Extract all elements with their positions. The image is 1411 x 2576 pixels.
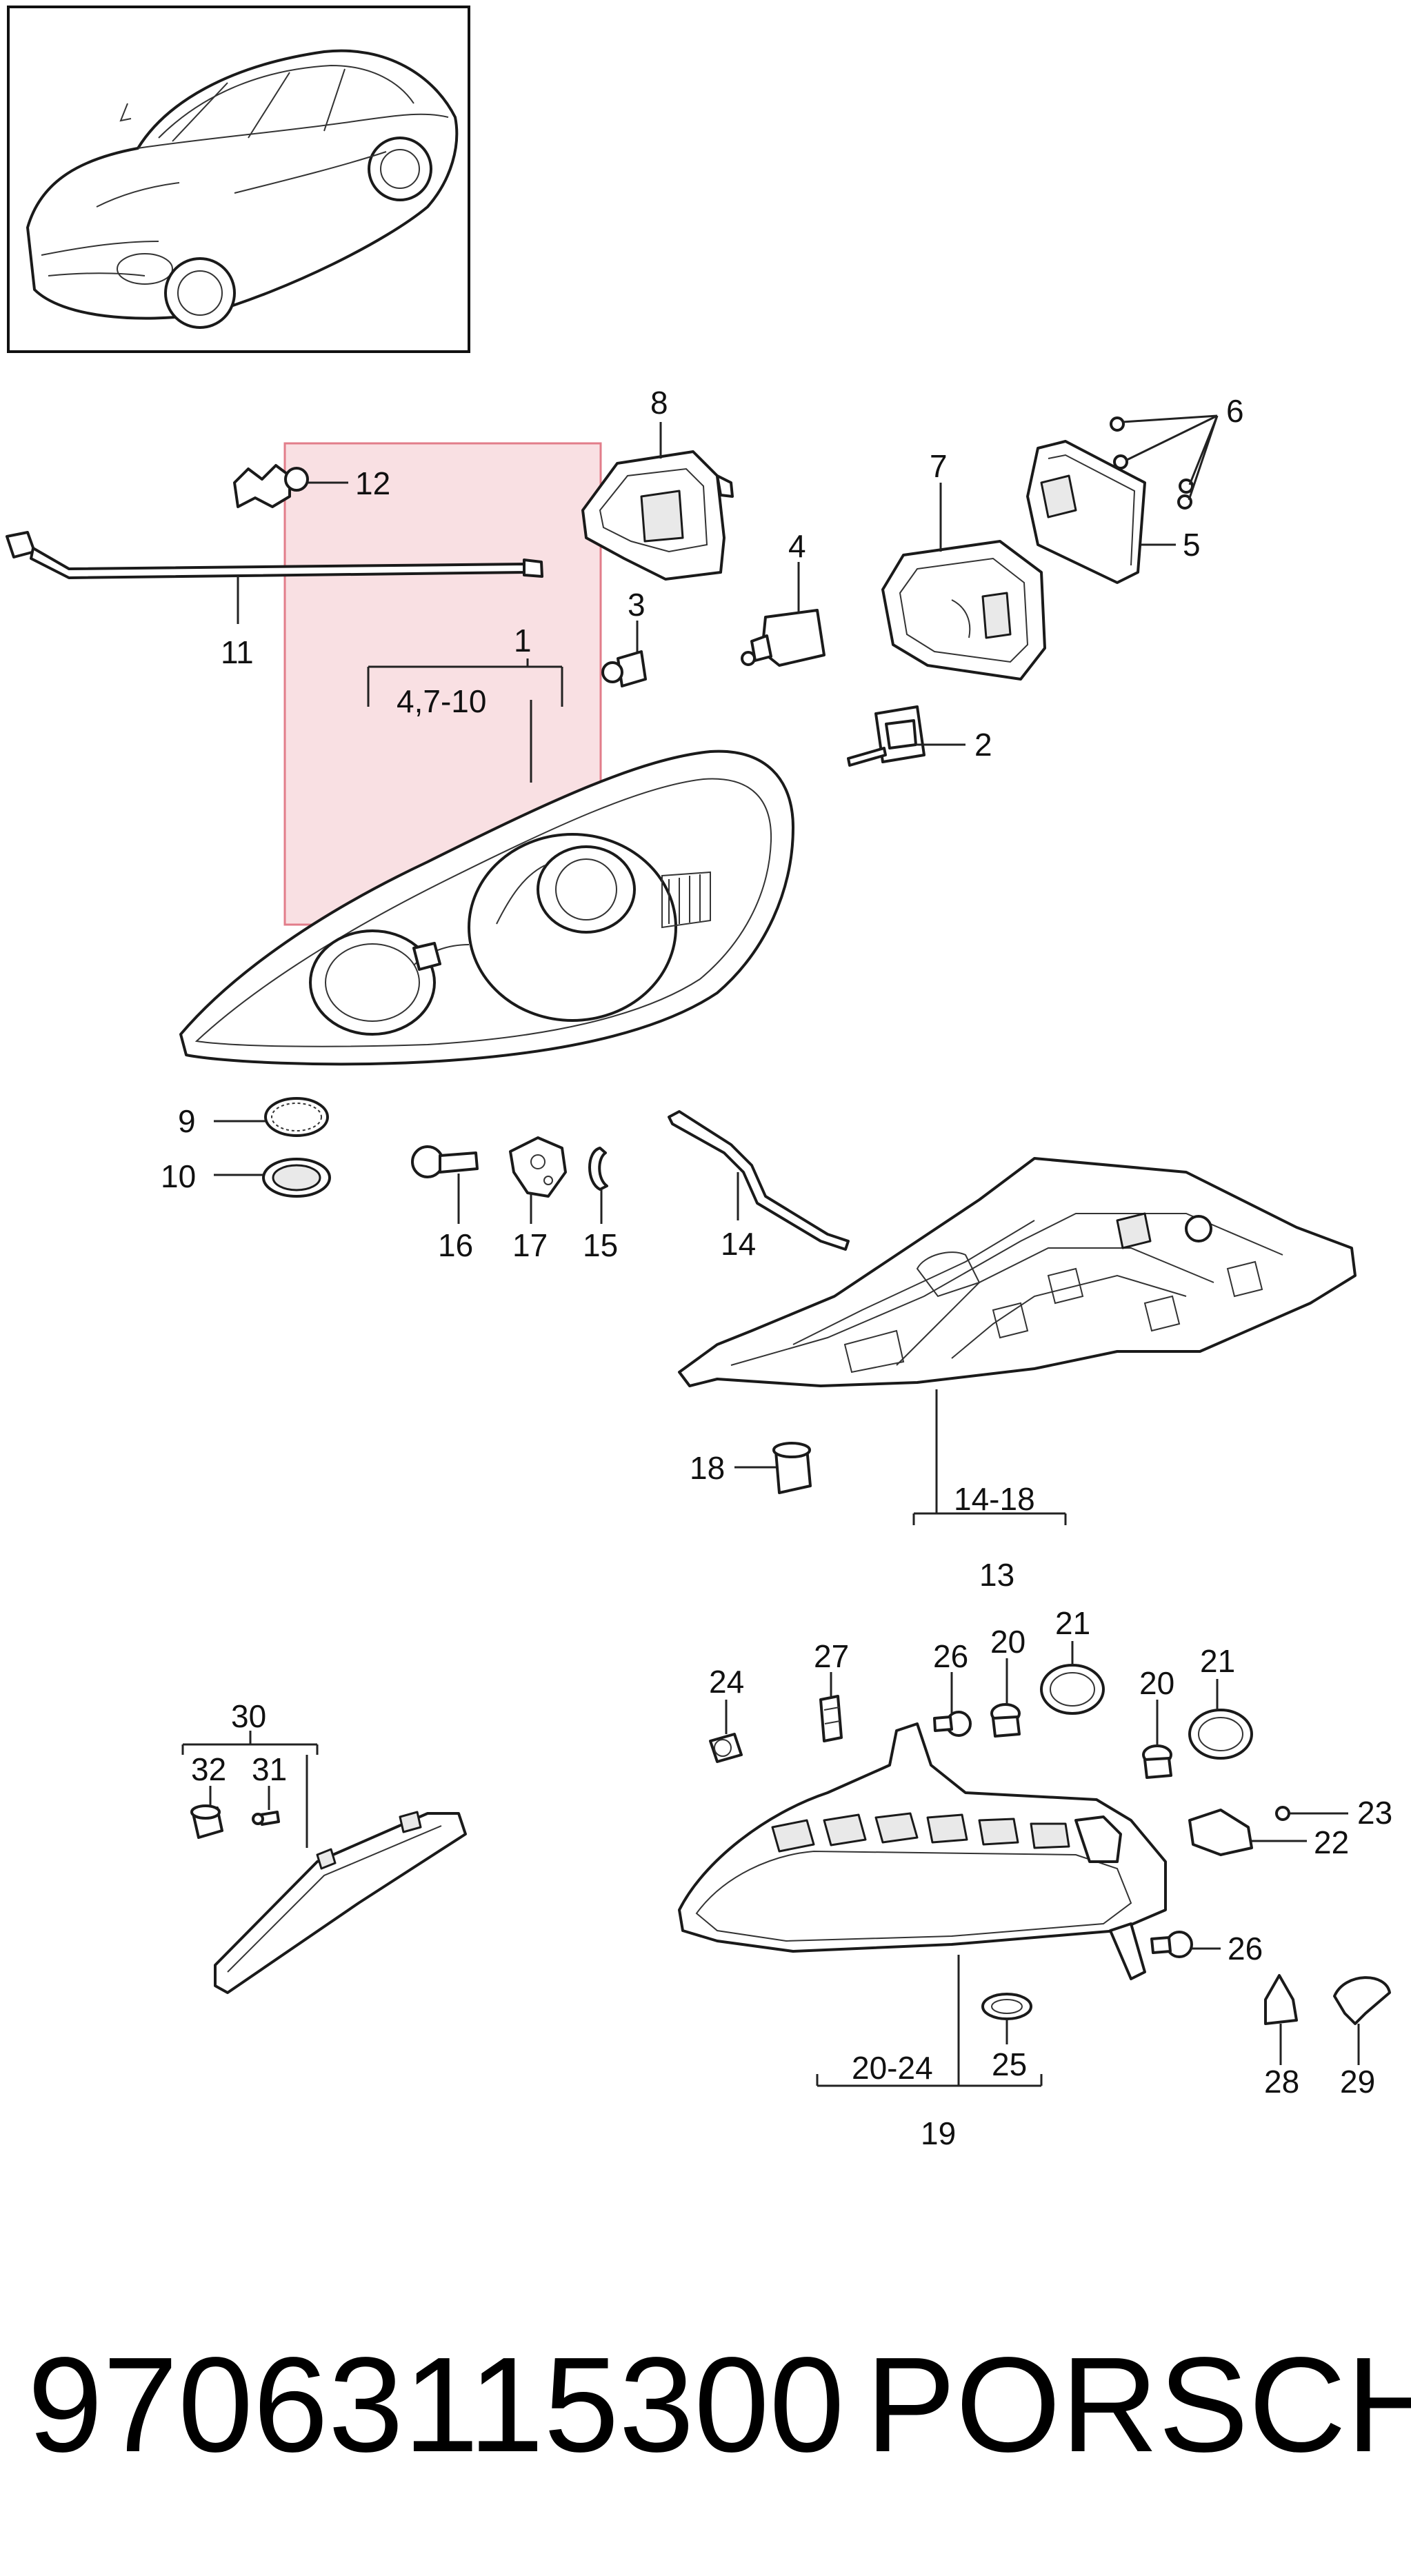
xenon-bulb-2: [847, 705, 925, 767]
headlight-assembly: [179, 749, 794, 1066]
range-4-7-10: 4,7-10: [397, 683, 486, 719]
wiring-harness-11: [6, 531, 543, 579]
bracket-17: [509, 1136, 567, 1198]
carrier-plate-13: [678, 1157, 1357, 1387]
screw-26-top: [933, 1711, 972, 1737]
clip-27: [819, 1695, 843, 1742]
clip-15: [588, 1147, 608, 1191]
car-thumbnail: [7, 6, 470, 353]
callout-11: 11: [221, 634, 254, 670]
control-unit-5: [1026, 440, 1146, 584]
seal-21-right: [1188, 1709, 1253, 1760]
callout-9: 9: [178, 1103, 196, 1139]
clip-12: [233, 464, 309, 508]
callout-labels: 1 4,7-10 2 3 4 5 6 7 8 9 10 11 12 13 14-…: [161, 385, 1392, 2151]
rod-14: [668, 1110, 850, 1251]
bulb-holder-20-right: [1142, 1744, 1172, 1779]
callout-6: 6: [1226, 393, 1244, 429]
grommet-25: [981, 1993, 1032, 2020]
callout-14: 14: [721, 1226, 756, 1262]
screw-16: [411, 1145, 479, 1178]
callout-21a: 21: [1055, 1605, 1090, 1641]
callout-7: 7: [930, 448, 948, 484]
range-14-18: 14-18: [954, 1481, 1035, 1517]
cap-10: [262, 1158, 331, 1198]
screw-26-bottom: [1150, 1931, 1193, 1958]
callout-4: 4: [788, 528, 806, 564]
clip-24: [709, 1733, 743, 1763]
leader-lines: [181, 414, 1360, 2087]
callout-24: 24: [709, 1664, 744, 1700]
callout-17: 17: [512, 1227, 548, 1263]
housing-cover-7: [881, 540, 1046, 681]
callout-3: 3: [628, 587, 646, 623]
callout-10: 10: [161, 1158, 196, 1194]
callout-18: 18: [690, 1450, 725, 1486]
callout-20b: 20: [1139, 1665, 1174, 1701]
bulb-holder-32: [190, 1804, 223, 1839]
callout-19: 19: [921, 2115, 956, 2151]
bulb-3: [601, 650, 647, 687]
bulb-holder-20-top: [990, 1703, 1021, 1738]
brand-name: PORSCHE: [865, 2329, 1411, 2480]
callout-20a: 20: [990, 1624, 1025, 1660]
callout-8: 8: [650, 385, 668, 421]
clip-28: [1264, 1974, 1298, 2025]
callout-32: 32: [191, 1751, 226, 1787]
callout-30: 30: [231, 1698, 266, 1734]
callout-21b: 21: [1200, 1643, 1235, 1679]
callout-25: 25: [992, 2046, 1027, 2082]
callout-27: 27: [814, 1638, 849, 1674]
side-marker-30: [214, 1811, 467, 1994]
cap-9: [264, 1097, 329, 1137]
callout-1: 1: [514, 623, 532, 658]
callout-13: 13: [979, 1557, 1014, 1593]
connector-22: [1188, 1809, 1253, 1856]
callout-16: 16: [438, 1227, 473, 1263]
part-number: 97063115300: [28, 2329, 845, 2480]
callout-26a: 26: [933, 1638, 968, 1674]
callout-2: 2: [974, 727, 992, 763]
callout-29: 29: [1340, 2064, 1375, 2100]
callout-28: 28: [1264, 2064, 1299, 2100]
callout-22: 22: [1314, 1824, 1349, 1860]
bulb-31: [252, 1811, 280, 1826]
socket-4: [741, 609, 825, 667]
callout-26b: 26: [1228, 1931, 1263, 1966]
callout-5: 5: [1183, 527, 1201, 563]
range-20-24: 20-24: [852, 2050, 933, 2086]
callout-31: 31: [252, 1751, 287, 1787]
screw-23: [1275, 1806, 1290, 1821]
grommet-18: [772, 1442, 812, 1494]
callout-15: 15: [583, 1227, 618, 1263]
bracket-8: [581, 450, 734, 581]
callout-12: 12: [355, 465, 390, 501]
fog-light-19: [678, 1722, 1167, 1980]
seal-21-top: [1040, 1664, 1105, 1715]
callout-23: 23: [1357, 1795, 1392, 1831]
cap-29: [1333, 1976, 1391, 2025]
